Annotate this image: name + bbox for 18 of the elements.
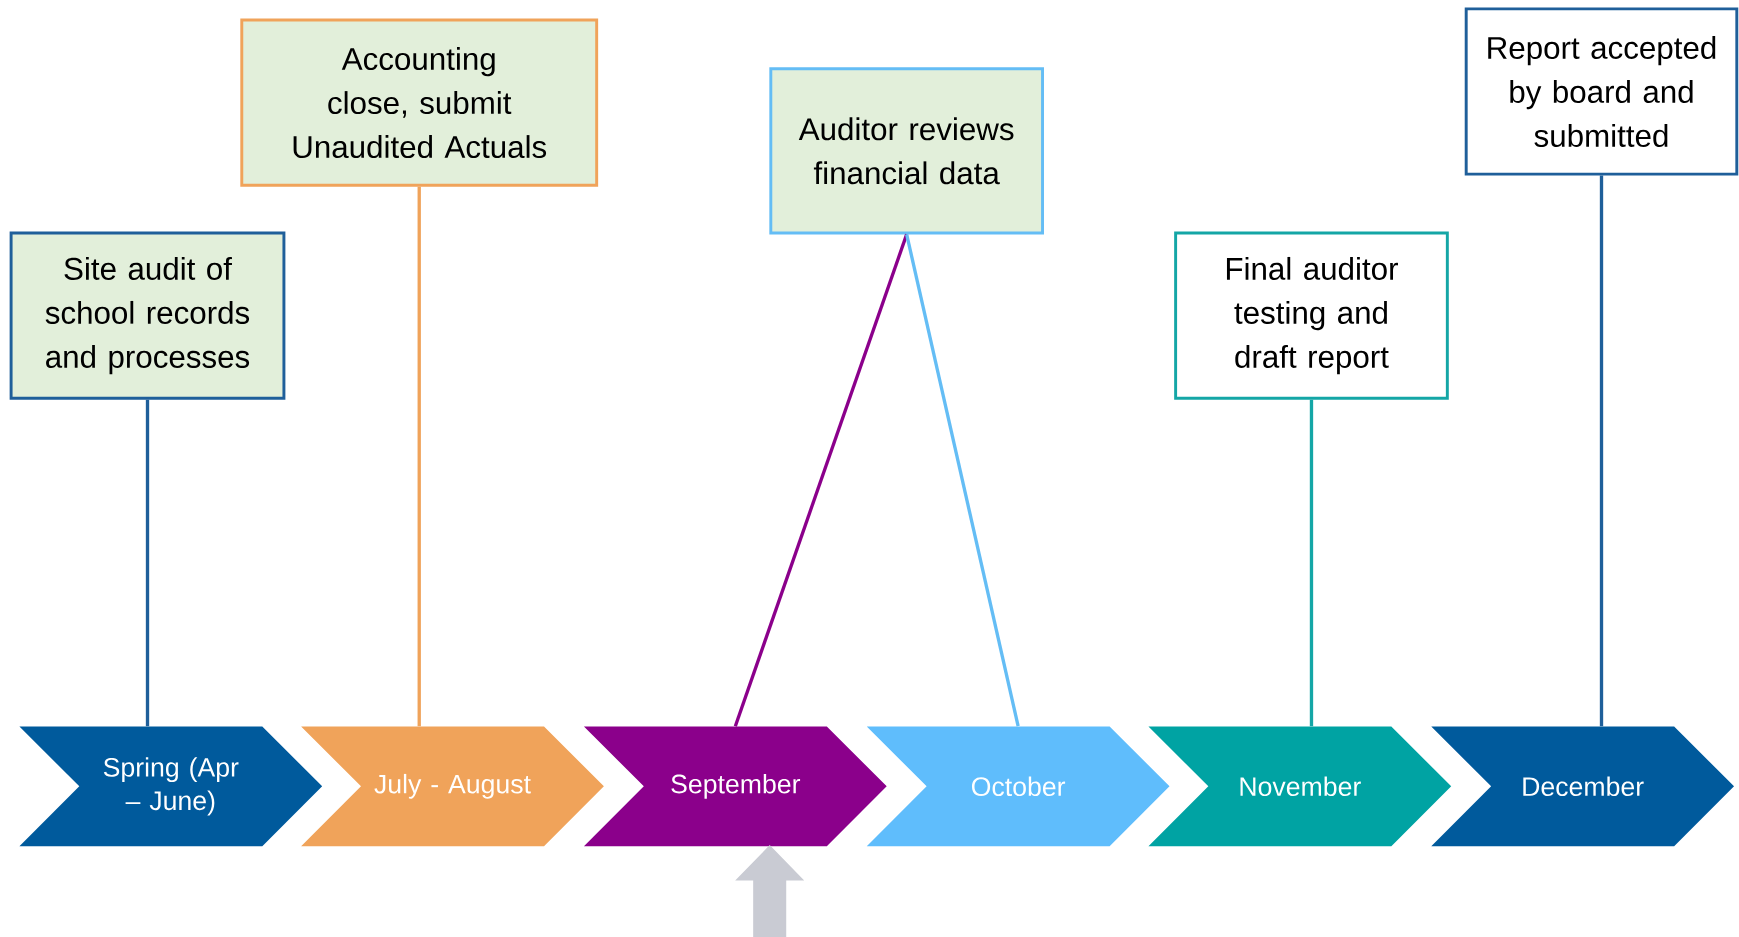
connector-line [733,233,909,727]
connector-line [417,186,421,727]
text-box: Report accepted by board and submitted [1464,7,1739,176]
connector-line [1599,175,1604,727]
text-box: Final auditor testing and draft report [1174,231,1449,400]
connector-line [905,233,1020,727]
connector-line [145,399,150,727]
timeline-segment: October [866,726,1170,847]
timeline-segment: December [1431,726,1735,847]
timeline-segment: September [583,726,887,847]
timeline-segment: July - August [301,726,604,847]
text-box: Site audit of school records and processes [9,231,286,400]
connector-line [1309,399,1314,727]
text-box: Auditor reviews financial data [769,67,1044,235]
text-box: Accounting close, submit Unaudited Actuals [240,18,599,187]
block-arrow [735,844,805,937]
timeline-segment: November [1148,726,1452,847]
timeline-segment: Spring (Apr – June) [19,726,323,847]
